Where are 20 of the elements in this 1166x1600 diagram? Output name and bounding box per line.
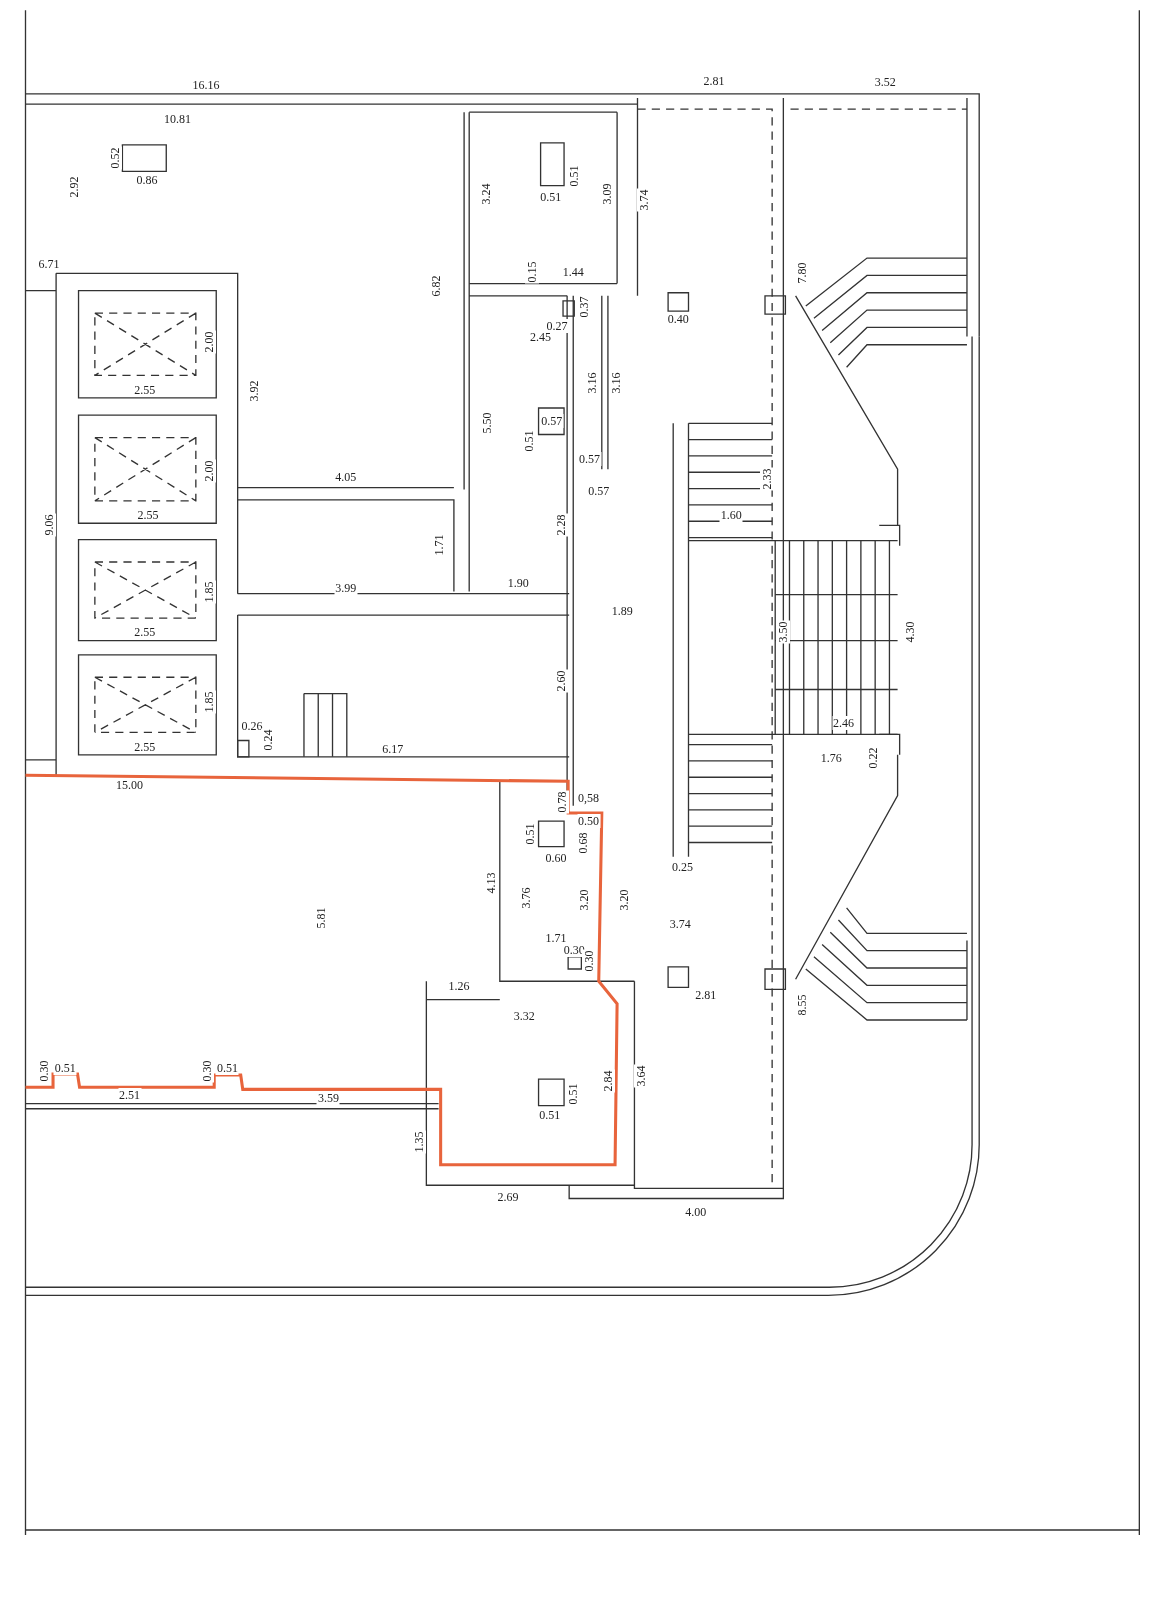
dimension-label: 0.25	[670, 860, 694, 874]
dimension-label: 0.15	[525, 260, 540, 284]
dimension-label: 0.52	[108, 146, 123, 170]
dimension-label: 3.64	[633, 1064, 648, 1088]
dimension-label: 2.46	[832, 716, 856, 731]
dimension-label: 2.00	[202, 459, 217, 483]
dimension-label: 3.74	[636, 188, 651, 212]
dimension-label: 2.60	[554, 669, 568, 693]
dimension-label: 1.60	[719, 508, 743, 523]
dimension-label: 0.57	[578, 452, 602, 466]
dimension-label: 1.85	[202, 580, 217, 604]
dimension-label: 1.85	[202, 690, 217, 714]
dimension-label: 0.78	[555, 790, 569, 814]
dimension-label: 2.28	[554, 513, 568, 537]
dimension-label: 2.33	[760, 467, 775, 491]
dimension-label: 0.27	[545, 319, 569, 334]
dimension-label: 2.00	[202, 330, 217, 354]
dimension-label: 1.35	[412, 1130, 427, 1154]
dimension-label: 0.30	[200, 1059, 215, 1083]
dimension-label: 3.50	[776, 620, 791, 644]
